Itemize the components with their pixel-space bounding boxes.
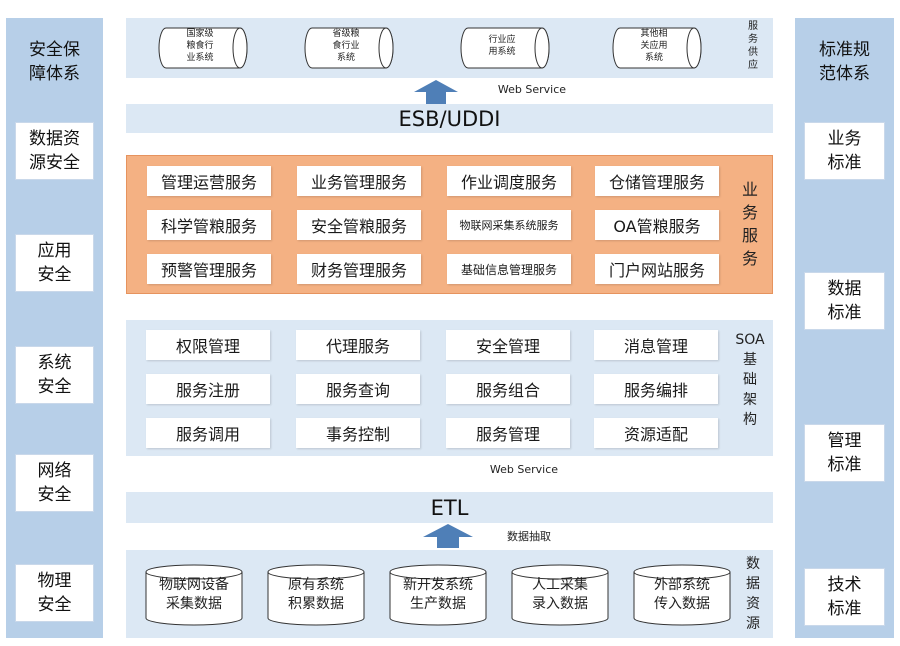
web-service-top-label: Web Service xyxy=(497,83,567,96)
legacy-data-label: 原有系统 积累数据 xyxy=(288,577,344,612)
svc-storage-management: 仓储管理服务 xyxy=(595,166,719,196)
other-system-label: 其他相 关应用 系统 xyxy=(640,29,668,63)
data-standard: 数据 标准 xyxy=(804,272,885,330)
svc-operation-management: 管理运营服务 xyxy=(147,166,271,196)
soa-query: 服务查询 xyxy=(296,374,420,404)
data-extract-label: 数据抽取 xyxy=(507,530,551,543)
soa-compose: 服务组合 xyxy=(446,374,570,404)
network-security: 网络 安全 xyxy=(15,454,94,512)
soa-layer: 权限管理 代理服务 安全管理 消息管理 服务注册 服务查询 服务组合 服务编排 … xyxy=(126,320,773,456)
external-data-label: 外部系统 传入数据 xyxy=(654,577,710,612)
provincial-system-cylinder xyxy=(304,27,394,69)
up-arrow-top xyxy=(414,80,458,104)
svc-basic-info: 基础信息管理服务 xyxy=(447,254,571,284)
new-system-data-label: 新开发系统 生产数据 xyxy=(403,577,473,612)
system-security: 系统 安全 xyxy=(15,346,94,404)
soa-invoke: 服务调用 xyxy=(146,418,270,448)
application-security: 应用 安全 xyxy=(15,234,94,292)
soa-register: 服务注册 xyxy=(146,374,270,404)
legacy-data-cylinder xyxy=(267,564,365,626)
soa-orchestrate: 服务编排 xyxy=(594,374,718,404)
soa-label: SOA 基 础 架 构 xyxy=(735,332,765,428)
svc-job-scheduling: 作业调度服务 xyxy=(447,166,571,196)
management-standard: 管理 标准 xyxy=(804,424,885,482)
industry-app-cylinder xyxy=(460,27,550,69)
data-sources-layer: 物联网设备 采集数据 原有系统 积累数据 新开发系统 生产数据 人工采集 录入数… xyxy=(126,550,773,638)
svc-finance-management: 财务管理服务 xyxy=(297,254,421,284)
svc-iot-collection: 物联网采集系统服务 xyxy=(447,210,571,240)
business-services-layer: 管理运营服务 业务管理服务 作业调度服务 仓储管理服务 科学管粮服务 安全管粮服… xyxy=(126,155,773,294)
external-data-cylinder xyxy=(633,564,731,626)
technical-standard: 技术 标准 xyxy=(804,568,885,626)
manual-data-cylinder xyxy=(511,564,609,626)
soa-resource-adapter: 资源适配 xyxy=(594,418,718,448)
svc-scientific-grain: 科学管粮服务 xyxy=(147,210,271,240)
business-services-label: 业 务 服 务 xyxy=(741,180,758,268)
svc-portal: 门户网站服务 xyxy=(595,254,719,284)
manual-data-label: 人工采集 录入数据 xyxy=(532,577,588,612)
soa-proxy: 代理服务 xyxy=(296,330,420,360)
esb-uddi-bar: ESB/UDDI xyxy=(126,104,773,133)
standards-column-title: 标准规 范体系 xyxy=(819,40,870,84)
industry-app-label: 行业应 用系统 xyxy=(488,35,516,57)
iot-data-cylinder xyxy=(145,564,243,626)
data-resource-security: 数据资 源安全 xyxy=(15,122,94,180)
national-system-cylinder xyxy=(158,27,248,69)
svc-warning-management: 预警管理服务 xyxy=(147,254,271,284)
soa-message: 消息管理 xyxy=(594,330,718,360)
new-system-data-cylinder xyxy=(389,564,487,626)
national-system-label: 国家级 粮食行 业系统 xyxy=(186,29,214,63)
service-supply-label: 服 务 供 应 xyxy=(748,21,758,71)
soa-service-management: 服务管理 xyxy=(446,418,570,448)
provincial-system-label: 省级粮 食行业 系统 xyxy=(332,29,360,63)
svc-oa-grain: OA管粮服务 xyxy=(595,210,719,240)
svc-business-management: 业务管理服务 xyxy=(297,166,421,196)
iot-data-label: 物联网设备 采集数据 xyxy=(159,577,229,612)
other-system-cylinder xyxy=(612,27,702,69)
security-column-title: 安全保 障体系 xyxy=(29,40,80,84)
soa-transaction: 事务控制 xyxy=(296,418,420,448)
up-arrow-etl xyxy=(423,524,473,548)
soa-permission: 权限管理 xyxy=(146,330,270,360)
soa-security: 安全管理 xyxy=(446,330,570,360)
svc-safe-grain: 安全管粮服务 xyxy=(297,210,421,240)
physical-security: 物理 安全 xyxy=(15,564,94,622)
service-supply-layer: 国家级 粮食行 业系统 省级粮 食行业 系统 行业应 用系统 其他相 关应用 系… xyxy=(126,18,773,78)
web-service-mid-label: Web Service xyxy=(489,463,559,476)
etl-bar: ETL xyxy=(126,492,773,523)
business-standard: 业务 标准 xyxy=(804,122,885,180)
data-resources-label: 数 据 资 源 xyxy=(746,556,760,632)
security-column: 安全保 障体系 数据资 源安全 应用 安全 系统 安全 网络 安全 物理 安全 xyxy=(6,18,103,638)
standards-column: 标准规 范体系 业务 标准 数据 标准 管理 标准 技术 标准 xyxy=(795,18,894,638)
